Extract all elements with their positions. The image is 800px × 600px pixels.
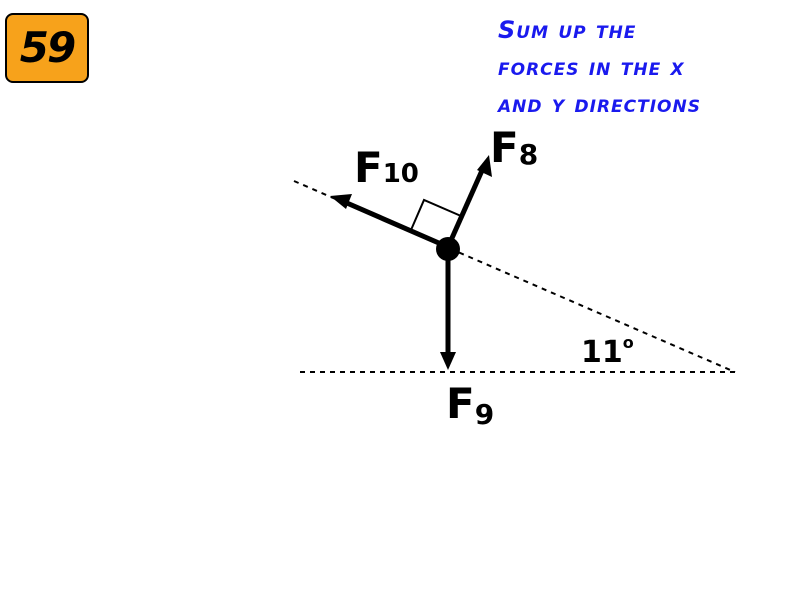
problem-number-badge: 59 <box>5 13 89 83</box>
problem-number: 59 <box>19 23 76 72</box>
body-point <box>436 237 460 261</box>
force-f8-arrow <box>445 164 487 249</box>
instruction-line-1: Sum up the <box>498 16 637 44</box>
instruction-text: Sum up the forces in the x and y directi… <box>498 12 798 123</box>
force-f8-arrowhead <box>477 155 492 177</box>
angle-label: 11o <box>581 333 634 370</box>
force-f8-label: F8 <box>490 123 538 172</box>
instruction-line-3: and y directions <box>498 90 701 118</box>
instruction-line-2: forces in the x <box>498 53 685 81</box>
force-f9-arrowhead <box>440 352 456 370</box>
force-f10-arrowhead <box>330 194 352 209</box>
force-f10-label: F10 <box>354 143 419 192</box>
force-f10-arrow <box>339 197 449 250</box>
force-f9-label: F9 <box>446 379 494 431</box>
